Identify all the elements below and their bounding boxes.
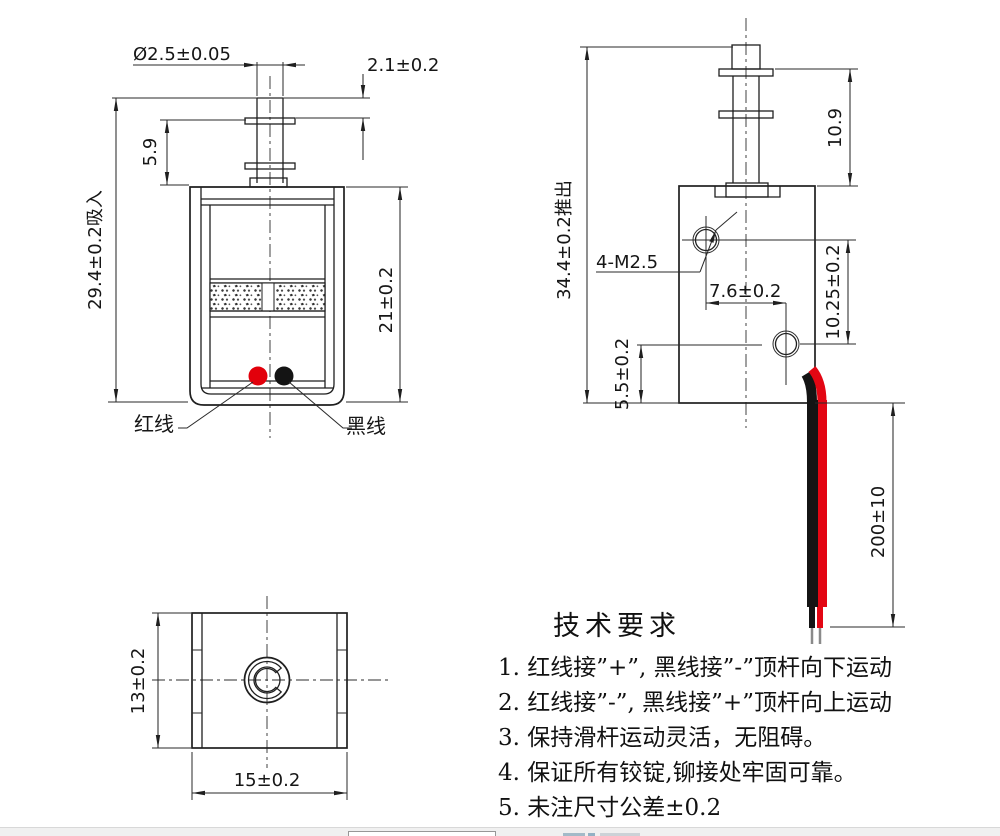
toolbar-gray-button[interactable] (600, 833, 640, 836)
red-wire-dot (248, 366, 268, 386)
dim-plunger-diameter: Ø2.5±0.05 (133, 44, 231, 65)
dim-m25-leader (699, 229, 717, 273)
dim-109-ext (775, 68, 858, 187)
side-flange-2 (718, 110, 774, 119)
side-wire (801, 366, 827, 644)
coil-mid-plate-top (210, 278, 325, 284)
bottom-view: 13±0.2 15±0.2 (128, 596, 392, 800)
coil-bottom-plate (201, 380, 334, 389)
coil-winding-gap (261, 282, 275, 312)
wire-black-stub (809, 607, 815, 628)
side-view: 34.4±0.2推出 10.9 4-M2.5 7.6±0.2 10.25±0.2… (554, 18, 905, 644)
side-body-outline (678, 185, 816, 404)
wire-red-stub (817, 607, 823, 628)
plunger-boss (249, 177, 288, 188)
bottom-centerlines (152, 596, 392, 768)
wire-black-run (807, 400, 818, 607)
toolbar-input-box[interactable] (348, 831, 496, 836)
wire-bare-ends (810, 628, 822, 644)
front-dimensions: Ø2.5±0.05 2.1±0.2 5.9 29.4±0.2吸入 21±0.2 (85, 44, 439, 403)
tech-requirements-title: 技术要求 (553, 611, 681, 642)
side-plunger-shaft (732, 76, 760, 183)
side-body (678, 185, 816, 404)
toolbar-blue-icon[interactable] (563, 833, 585, 836)
dim-flange-to-body: 5.9 (140, 138, 161, 167)
dim-hole-to-bottom: 5.5±0.2 (612, 338, 633, 410)
red-wire-leader (178, 381, 254, 429)
toolbar-small-icon[interactable] (588, 833, 595, 836)
dim-plunger-exposed: 10.9 (825, 108, 846, 148)
front-wire-labels: 红线 黑线 (134, 381, 386, 438)
side-top-notch (714, 186, 781, 198)
bottom-bore-inner (253, 666, 281, 694)
dim-1025-ext (637, 239, 856, 346)
tech-item-1: 1. 红线接”+”, 黑线接”-”顶杆向下运动 (498, 655, 892, 681)
bottom-inner-walls (201, 613, 338, 748)
dim-body-height: 21±0.2 (376, 267, 397, 334)
dim-13-ext (152, 612, 191, 749)
front-body (189, 186, 345, 406)
wire-red-bend (808, 366, 827, 403)
plunger-flange-1 (244, 117, 296, 125)
side-plunger (718, 44, 774, 198)
dim-hole-pitch-x: 7.6±0.2 (709, 281, 781, 302)
front-view: 红线 黑线 Ø2.5±0.05 2.1±0.2 5.9 29.4±0.2吸入 (85, 44, 439, 438)
dim-59-ext (160, 119, 246, 186)
dim-hole-pitch-y: 10.25±0.2 (823, 244, 844, 339)
tech-item-2: 2. 红线接”-”, 黑线接”+”顶杆向上运动 (498, 690, 892, 716)
bottom-wall-ticks (192, 649, 347, 714)
bracket-inner-walls (200, 187, 335, 384)
bracket-inner-bottom (200, 383, 335, 395)
dim-mount-holes: 4-M2.5 (596, 252, 658, 273)
bottom-retaining-clip (247, 660, 283, 700)
dim-wire-length: 200±10 (868, 486, 889, 558)
tech-item-5: 5. 未注尺寸公差±0.2 (498, 795, 722, 821)
tech-requirements-list: 1. 红线接”+”, 黑线接”-”顶杆向下运动 2. 红线接”-”, 黑线接”+… (498, 651, 978, 826)
side-dimensions: 34.4±0.2推出 10.9 4-M2.5 7.6±0.2 10.25±0.2… (554, 46, 905, 628)
dim-dia-ext (256, 62, 284, 96)
bottom-outline (191, 612, 348, 749)
dim-overall-retracted: 29.4±0.2吸入 (85, 190, 106, 310)
coil-top-plate (201, 198, 334, 206)
bracket-outline (189, 186, 345, 406)
side-flange-1 (718, 68, 774, 77)
dim-depth: 13±0.2 (128, 648, 149, 715)
coil-mid-plate-bottom (210, 310, 325, 318)
wire-black-bend (801, 371, 817, 403)
black-wire-dot (274, 366, 294, 386)
black-wire-leader (288, 381, 352, 429)
dim-width: 15±0.2 (234, 770, 301, 791)
dim-tip-to-flange: 2.1±0.2 (367, 55, 439, 76)
red-wire-label: 红线 (134, 412, 174, 436)
bottom-bore-outer (243, 656, 291, 704)
tech-item-4: 4. 保证所有铰锭,铆接处牢固可靠。 (498, 760, 857, 786)
side-plunger-boss (725, 182, 769, 198)
dim-21body-ext (346, 186, 408, 403)
tech-item-3: 3. 保持滑杆运动灵活，无阻碍。 (498, 725, 827, 751)
plunger-flange-2 (244, 162, 296, 170)
black-wire-label: 黑线 (346, 414, 386, 438)
wire-red-run (818, 400, 827, 607)
dim-m25-leader-tail (715, 211, 738, 231)
dim-overall-extended: 34.4±0.2推出 (554, 180, 575, 300)
bottom-toolbar-strip (0, 827, 1000, 836)
dim-15-ext (191, 752, 348, 800)
